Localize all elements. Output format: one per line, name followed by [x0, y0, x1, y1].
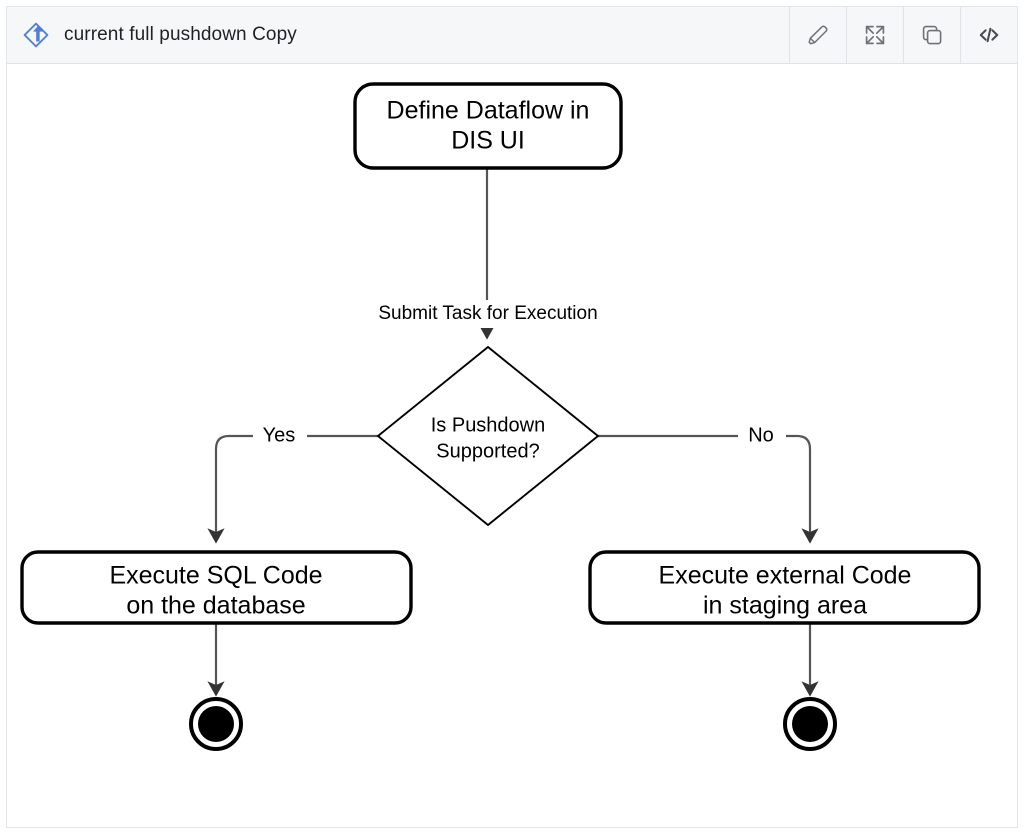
edge-label-yes: Yes — [263, 424, 296, 446]
diagram-canvas[interactable]: Submit Task for Execution Yes No — [7, 64, 1017, 827]
edge-label-mask — [738, 422, 786, 448]
node-label-line2: DIS UI — [451, 127, 525, 155]
node-final-left[interactable] — [189, 697, 243, 751]
edge-label-submit-task: Submit Task for Execution — [378, 303, 597, 324]
copy-button[interactable] — [903, 7, 960, 63]
widget-header: current full pushdown Copy — [7, 7, 1017, 64]
node-is-pushdown-supported[interactable]: Is Pushdown Supported? — [376, 345, 600, 527]
final-node-core — [198, 706, 234, 742]
final-node-core — [792, 706, 828, 742]
fullscreen-button[interactable] — [846, 7, 903, 63]
edge-label-no: No — [748, 424, 774, 446]
page-title: current full pushdown Copy — [64, 24, 297, 45]
edge-decision-to-sql: Yes — [207, 422, 379, 544]
edge-label-mask — [253, 422, 307, 448]
pencil-icon — [805, 22, 831, 48]
edge-label-mask — [359, 300, 617, 328]
diagram-widget: current full pushdown Copy — [6, 6, 1018, 828]
diagrams-net-logo-icon — [22, 21, 50, 49]
edge-decision-to-external: No — [597, 422, 819, 544]
node-shape — [353, 82, 623, 170]
code-icon — [976, 22, 1002, 48]
flowchart-svg: Submit Task for Execution Yes No — [20, 82, 981, 751]
edit-button[interactable] — [789, 7, 846, 63]
node-execute-external-code[interactable]: Execute external Code in staging area — [588, 550, 981, 625]
node-label-line2: on the database — [126, 592, 305, 620]
node-define-dataflow[interactable]: Define Dataflow in DIS UI — [353, 82, 623, 170]
node-shape — [588, 550, 981, 625]
node-shape — [376, 345, 600, 527]
node-label-line1: Is Pushdown — [431, 414, 546, 436]
node-label-line1: Execute external Code — [659, 562, 912, 590]
node-final-right[interactable] — [783, 697, 837, 751]
node-label-line1: Execute SQL Code — [109, 562, 322, 590]
node-execute-sql-code[interactable]: Execute SQL Code on the database — [20, 550, 413, 625]
edge-path — [207, 434, 379, 544]
edge-path — [597, 434, 819, 544]
header-left-group: current full pushdown Copy — [7, 7, 789, 63]
copy-icon — [919, 22, 945, 48]
fullscreen-icon — [862, 22, 888, 48]
node-shape — [20, 550, 413, 625]
header-toolbar — [789, 7, 1017, 63]
code-button[interactable] — [960, 7, 1017, 63]
node-label-line2: in staging area — [703, 592, 867, 620]
node-label-line2: Supported? — [436, 440, 539, 462]
edge-start-to-decision: Submit Task for Execution — [359, 168, 617, 340]
node-label-line1: Define Dataflow in — [387, 97, 590, 125]
